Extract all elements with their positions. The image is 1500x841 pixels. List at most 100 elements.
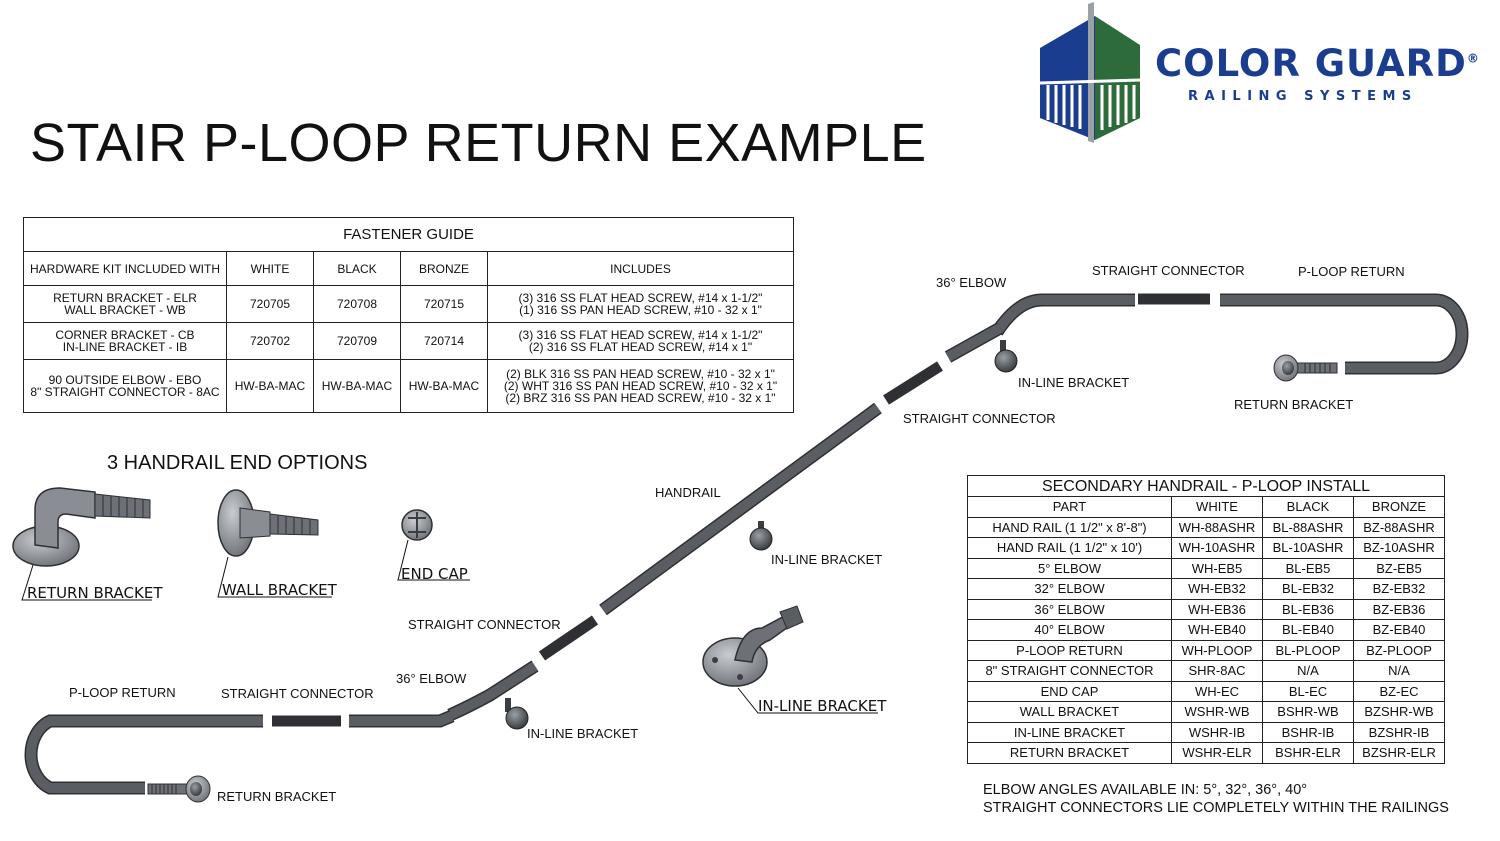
stair-rail bbox=[447, 322, 1004, 721]
table-caption: FASTENER GUIDE bbox=[23, 217, 794, 252]
bracket-arm bbox=[1000, 340, 1006, 354]
table-cell: HW-BA-MAC bbox=[226, 359, 314, 413]
table-cell: 36° ELBOW bbox=[967, 598, 1172, 620]
return-bracket-bottom bbox=[147, 775, 211, 803]
table-cell: 720709 bbox=[313, 322, 401, 360]
rib-lines bbox=[102, 495, 144, 518]
table-cell: BZ-EB5 bbox=[1353, 557, 1445, 579]
table-row: 90 OUTSIDE ELBOW - EBO 8" STRAIGHT CONNE… bbox=[23, 359, 794, 413]
table-cell: HW-BA-MAC bbox=[313, 359, 401, 413]
logo-blue-shape bbox=[1040, 16, 1095, 140]
logo-tagline: RAILING SYSTEMS bbox=[1188, 89, 1418, 104]
thread-lines bbox=[1304, 363, 1331, 373]
secondary-handrail-table: SECONDARY HANDRAIL - P-LOOP INSTALL PART… bbox=[967, 475, 1445, 764]
screw-hole bbox=[712, 657, 718, 663]
table-cell: BZ-10ASHR bbox=[1353, 537, 1445, 559]
note-elbow-angles: ELBOW ANGLES AVAILABLE IN: 5°, 32°, 36°,… bbox=[983, 782, 1308, 798]
table-cell: 90 OUTSIDE ELBOW - EBO 8" STRAIGHT CONNE… bbox=[23, 359, 227, 413]
table-cell: BL-EB40 bbox=[1262, 619, 1354, 641]
stair-connector bbox=[883, 361, 943, 405]
top-rail-segment bbox=[1220, 295, 1467, 373]
table-cell: HW-BA-MAC bbox=[400, 359, 488, 413]
table-cell: BZ-PLOOP bbox=[1353, 639, 1445, 661]
table-header-row: HARDWARE KIT INCLUDED WITH WHITE BLACK B… bbox=[23, 251, 794, 286]
column-header: INCLUDES bbox=[487, 251, 794, 286]
ribbed-tenon bbox=[94, 493, 151, 519]
logo-top-rail bbox=[1039, 78, 1141, 85]
table-cell: HAND RAIL (1 1/2" x 10') bbox=[967, 537, 1172, 559]
bracket-base bbox=[749, 527, 773, 551]
inline-bracket-top bbox=[994, 340, 1018, 373]
inline-bracket-bottom bbox=[505, 698, 529, 730]
table-cell: BZ-EB32 bbox=[1353, 578, 1445, 600]
stair-connector bbox=[538, 615, 599, 661]
stair-rail-segment bbox=[600, 403, 881, 615]
table-cell: CORNER BRACKET - CB IN-LINE BRACKET - IB bbox=[23, 322, 227, 360]
logo-green-shape bbox=[1095, 16, 1140, 140]
diagram-label-inline-mid: IN-LINE BRACKET bbox=[771, 552, 883, 567]
return-bracket-top bbox=[1273, 354, 1338, 382]
table-cell: BL-EC bbox=[1262, 680, 1354, 702]
table-cell: BZSHR-WB bbox=[1353, 701, 1445, 723]
color-guard-logo-emblem bbox=[1039, 2, 1141, 143]
wall-bracket-illustration bbox=[217, 489, 332, 598]
column-header: BLACK bbox=[1262, 496, 1354, 518]
table-cell: BSHR-WB bbox=[1262, 701, 1354, 723]
bracket-stem bbox=[239, 507, 271, 539]
bottom-rail-segment bbox=[349, 711, 454, 726]
top-rail-segment bbox=[1220, 293, 1469, 375]
logo-pickets bbox=[1046, 85, 1136, 130]
end-cap-label: END CAP bbox=[401, 565, 468, 583]
table-cell: WH-EB32 bbox=[1171, 578, 1263, 600]
table-cell: BL-PLOOP bbox=[1262, 639, 1354, 661]
table-cell: (2) BLK 316 SS PAN HEAD SCREW, #10 - 32 … bbox=[487, 359, 794, 413]
table-cell: WH-PLOOP bbox=[1171, 639, 1263, 661]
diagram-label-elbow-top: 36° ELBOW bbox=[936, 275, 1007, 290]
table-cell: 720708 bbox=[313, 285, 401, 323]
table-cell: WH-88ASHR bbox=[1171, 516, 1263, 538]
column-header: WHITE bbox=[226, 251, 314, 286]
table-cell: WSHR-WB bbox=[1171, 701, 1263, 723]
table-cell: BL-EB5 bbox=[1262, 557, 1354, 579]
table-caption: SECONDARY HANDRAIL - P-LOOP INSTALL bbox=[967, 475, 1445, 497]
table-cell: HAND RAIL (1 1/2" x 8'-8") bbox=[967, 516, 1172, 538]
column-header: PART bbox=[967, 496, 1172, 518]
top-elbow bbox=[992, 295, 1043, 335]
stair-rail-segment bbox=[447, 661, 538, 720]
table-cell: END CAP bbox=[967, 680, 1172, 702]
inline-bracket-illustration bbox=[702, 605, 878, 714]
leader-line bbox=[21, 564, 152, 601]
table-cell: 720714 bbox=[400, 322, 488, 360]
bracket-base bbox=[505, 706, 529, 730]
leader-line bbox=[217, 556, 332, 598]
table-cell: BZ-EB40 bbox=[1353, 619, 1445, 641]
logo-post bbox=[1088, 2, 1094, 143]
table-cell: WH-EB5 bbox=[1171, 557, 1263, 579]
rib-lines bbox=[277, 515, 311, 535]
table-cell: WSHR-ELR bbox=[1171, 742, 1263, 764]
table-cell: 720705 bbox=[226, 285, 314, 323]
page-title: STAIR P-LOOP RETURN EXAMPLE bbox=[30, 113, 927, 173]
column-header: HARDWARE KIT INCLUDED WITH bbox=[23, 251, 227, 286]
diagram-label-elbow-bottom: 36° ELBOW bbox=[396, 671, 467, 686]
table-row: RETURN BRACKET - ELR WALL BRACKET - WB 7… bbox=[23, 285, 794, 323]
end-cap-slots bbox=[408, 512, 426, 538]
table-cell: BL-88ASHR bbox=[1262, 516, 1354, 538]
threaded-stud bbox=[1294, 362, 1338, 374]
table-cell: IN-LINE BRACKET bbox=[967, 721, 1172, 743]
bracket-knob bbox=[190, 782, 202, 796]
thread-lines bbox=[151, 784, 177, 794]
bracket-elbow bbox=[34, 487, 96, 549]
bracket-base bbox=[994, 349, 1018, 373]
table-cell: BZSHR-IB bbox=[1353, 721, 1445, 743]
fastener-guide-table: FASTENER GUIDE HARDWARE KIT INCLUDED WIT… bbox=[23, 217, 794, 413]
table-cell: (3) 316 SS FLAT HEAD SCREW, #14 x 1-1/2"… bbox=[487, 285, 794, 323]
diagram-label-ploop-top: P-LOOP RETURN bbox=[1298, 264, 1405, 279]
table-cell: 40° ELBOW bbox=[967, 619, 1172, 641]
